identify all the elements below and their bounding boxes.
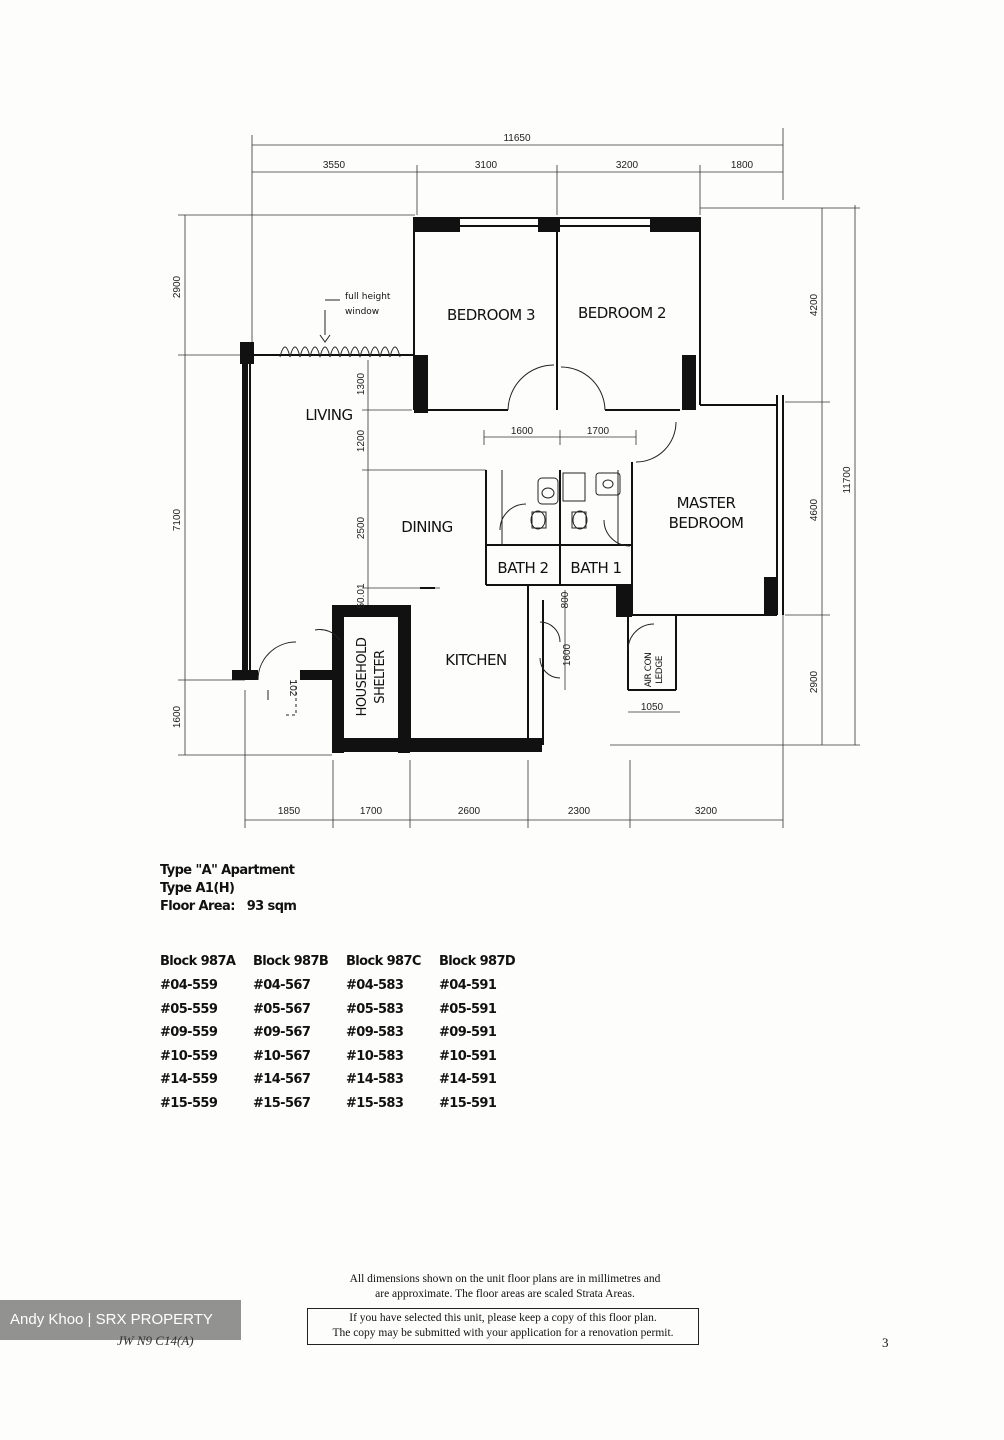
unit-number: #15-583 (346, 1095, 404, 1111)
block-name: Block 987C (346, 954, 421, 969)
dim-inner: 102 (287, 680, 298, 697)
unit-number: #09-567 (253, 1025, 311, 1040)
room-aircon-1: AIR CON (644, 653, 654, 688)
dim-right: 4200 (809, 293, 820, 316)
unit-number: #05-559 (160, 1001, 218, 1017)
unit-number: #10-559 (160, 1048, 218, 1064)
room-living: LIVING (305, 406, 352, 424)
bath-fixtures (501, 470, 621, 545)
apartment-subtype: Type A1(H) (160, 881, 235, 896)
dim-inner: 2500 (356, 516, 367, 539)
window-note: full height window (345, 292, 391, 317)
room-master-1: MASTER (677, 494, 736, 512)
dim-right-outer: 11700 (842, 466, 853, 494)
dim-bottom: 1700 (360, 806, 383, 817)
apartment-type: Type "A" Apartment (160, 863, 295, 878)
unit-number: #05-567 (253, 1001, 311, 1017)
unit-number: #04-591 (439, 978, 497, 993)
dim-inner: 1700 (587, 426, 610, 437)
block-name: Block 987A (160, 954, 236, 969)
unit-number: #04-583 (346, 978, 404, 993)
unit-number: #14-591 (439, 1072, 497, 1087)
room-labels: BEDROOM 3 BEDROOM 2 LIVING DINING MASTER… (305, 304, 744, 716)
dim-bottom: 2600 (458, 806, 481, 817)
doors-windows (257, 299, 677, 716)
unit-number: #15-591 (439, 1095, 497, 1111)
block-name: Block 987D (439, 954, 516, 969)
dim-top: 3550 (323, 160, 346, 171)
dimension-lines (178, 128, 860, 828)
dim-inner: 1300 (356, 372, 367, 395)
agent-watermark: Andy Khoo | SRX PROPERTY (0, 1300, 241, 1340)
dim-left: 1600 (172, 705, 183, 728)
block-column: Block 987A #04-559 #05-559 #09-559 #10-5… (160, 954, 253, 1119)
dim-top: 3200 (616, 160, 639, 171)
drawing-reference: JW N9 C14(A) (117, 1333, 194, 1348)
dim-inner: 1200 (356, 429, 367, 452)
footnote-line: are approximate. The floor areas are sca… (375, 1288, 635, 1300)
block-name: Block 987B (253, 954, 329, 969)
unit-number: #09-559 (160, 1025, 218, 1040)
unit-number: #10-567 (253, 1048, 311, 1064)
room-shelter-1: HOUSEHOLD (355, 637, 370, 716)
room-master-2: BEDROOM (669, 514, 744, 532)
unit-number: #15-559 (160, 1095, 218, 1111)
dim-inner: 800 (560, 591, 571, 608)
dim-inner: 1050 (641, 702, 664, 713)
window-note-2: window (345, 307, 379, 317)
floor-area-value: 93 sqm (246, 899, 297, 914)
window-note-1: full height (345, 292, 391, 302)
unit-number: #10-583 (346, 1048, 404, 1064)
room-aircon-2: LEDGE (655, 655, 665, 684)
unit-number: #14-567 (253, 1072, 311, 1087)
solid-walls (232, 218, 777, 753)
dim-inner: 1600 (562, 643, 573, 666)
unit-number: #14-559 (160, 1072, 218, 1087)
dim-bottom: 1850 (278, 806, 301, 817)
block-column: Block 987B #04-567 #05-567 #09-567 #10-5… (253, 954, 346, 1119)
renovation-note-box: If you have selected this unit, please k… (307, 1308, 699, 1345)
unit-number: #04-559 (160, 978, 218, 993)
dim-right: 4600 (809, 498, 820, 521)
dim-bottom: 3200 (695, 806, 718, 817)
dim-left: 7100 (172, 508, 183, 531)
room-kitchen: KITCHEN (445, 651, 507, 669)
floor-area: Floor Area: 93 sqm (160, 899, 297, 915)
dimension-labels: 11650 3550 3100 3200 1800 1850 1700 2600… (172, 133, 853, 817)
floor-area-label: Floor Area: (160, 899, 235, 914)
room-bedroom-3: BEDROOM 3 (447, 306, 535, 324)
unit-number: #09-583 (346, 1025, 404, 1040)
room-dining: DINING (401, 518, 452, 536)
room-bath-2: BATH 2 (497, 559, 548, 577)
dimension-footnote: All dimensions shown on the unit floor p… (300, 1272, 710, 1302)
box-note-line: If you have selected this unit, please k… (349, 1312, 657, 1324)
dim-top-total: 11650 (503, 133, 531, 144)
room-bedroom-2: BEDROOM 2 (578, 304, 666, 322)
room-shelter-2: SHELTER (373, 650, 388, 704)
unit-number: #05-583 (346, 1001, 404, 1017)
dim-top: 3100 (475, 160, 498, 171)
dim-top: 1800 (731, 160, 754, 171)
unit-number: #05-591 (439, 1001, 497, 1017)
page-number: 3 (882, 1335, 889, 1350)
dim-inner: 1600 (511, 426, 534, 437)
dim-right: 2900 (809, 670, 820, 693)
unit-number: #15-567 (253, 1095, 311, 1111)
block-column: Block 987C #04-583 #05-583 #09-583 #10-5… (346, 954, 439, 1119)
unit-number: #14-583 (346, 1072, 404, 1087)
footnote-line: All dimensions shown on the unit floor p… (349, 1273, 661, 1285)
box-note-line: The copy may be submitted with your appl… (332, 1327, 674, 1339)
floor-plan: 11650 3550 3100 3200 1800 1850 1700 2600… (172, 128, 860, 828)
thin-walls (245, 217, 784, 745)
unit-number: #09-591 (439, 1025, 497, 1040)
unit-number: #04-567 (253, 978, 311, 993)
room-bath-1: BATH 1 (570, 559, 621, 577)
block-unit-table: Block 987A #04-559 #05-559 #09-559 #10-5… (160, 954, 532, 1119)
block-column: Block 987D #04-591 #05-591 #09-591 #10-5… (439, 954, 532, 1119)
dim-bottom: 2300 (568, 806, 591, 817)
unit-number: #10-591 (439, 1048, 497, 1064)
dim-inner: 50.01 (356, 583, 367, 608)
dim-left: 2900 (172, 275, 183, 298)
